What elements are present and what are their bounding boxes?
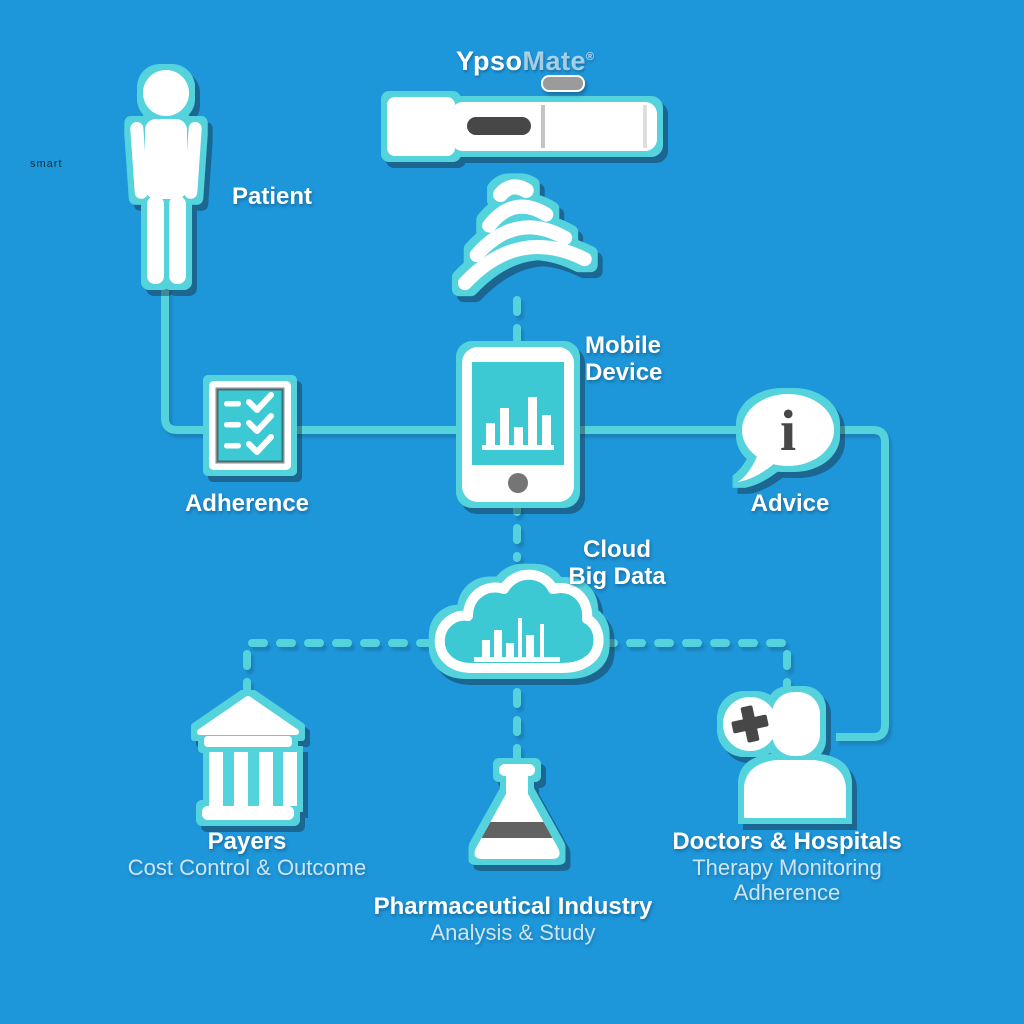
person-icon — [130, 70, 202, 284]
smartphone-chart-icon — [462, 347, 574, 502]
connector-cloud-to-doctors — [598, 639, 791, 696]
adherence-label: Adherence — [184, 490, 310, 517]
wireless-signal-icon — [457, 179, 592, 291]
checklist-icon — [209, 381, 291, 470]
doctors-sublabel-line1: Therapy Monitoring — [692, 855, 882, 880]
connector-cloud-to-payers — [243, 639, 436, 704]
ghost-text: smart — [30, 158, 63, 170]
medical-person-icon — [723, 692, 846, 818]
logo-bold-part: Ypso — [456, 46, 523, 76]
logo-pill-shape — [541, 75, 585, 92]
info-glyph: i — [780, 398, 796, 463]
bank-building-icon — [197, 696, 299, 820]
payers-label: Payers — [207, 828, 287, 855]
payers-sublabel: Cost Control & Outcome — [127, 855, 367, 880]
cloud-label-line1: Cloud — [583, 536, 651, 563]
patient-label: Patient — [232, 183, 313, 210]
mobile-device-label-line2: Device — [585, 359, 663, 386]
connector-mobile-to-doctors — [570, 426, 889, 741]
pharma-label: Pharmaceutical Industry — [373, 893, 653, 920]
connector-patient-to-mobile — [161, 262, 468, 434]
pharma-sublabel: Analysis & Study — [430, 920, 596, 945]
doctors-sublabel-line2: Adherence — [733, 880, 841, 905]
logo-light-part: Mate — [522, 46, 587, 76]
cloud-big-data-label: Cloud Big Data — [537, 536, 697, 590]
ypsomate-logo: YpsoMate® — [456, 46, 595, 77]
registered-mark: ® — [586, 51, 595, 63]
mobile-device-label-line1: Mobile — [585, 332, 661, 359]
cloud-label-line2: Big Data — [568, 563, 666, 590]
autoinjector-icon — [387, 97, 657, 156]
doctors-label: Doctors & Hospitals — [672, 828, 902, 855]
mobile-device-label: Mobile Device — [585, 332, 662, 386]
advice-label: Advice — [750, 490, 830, 517]
info-speech-bubble-icon: i — [738, 394, 834, 482]
cloud-data-icon — [434, 569, 604, 673]
flask-icon — [474, 764, 560, 859]
